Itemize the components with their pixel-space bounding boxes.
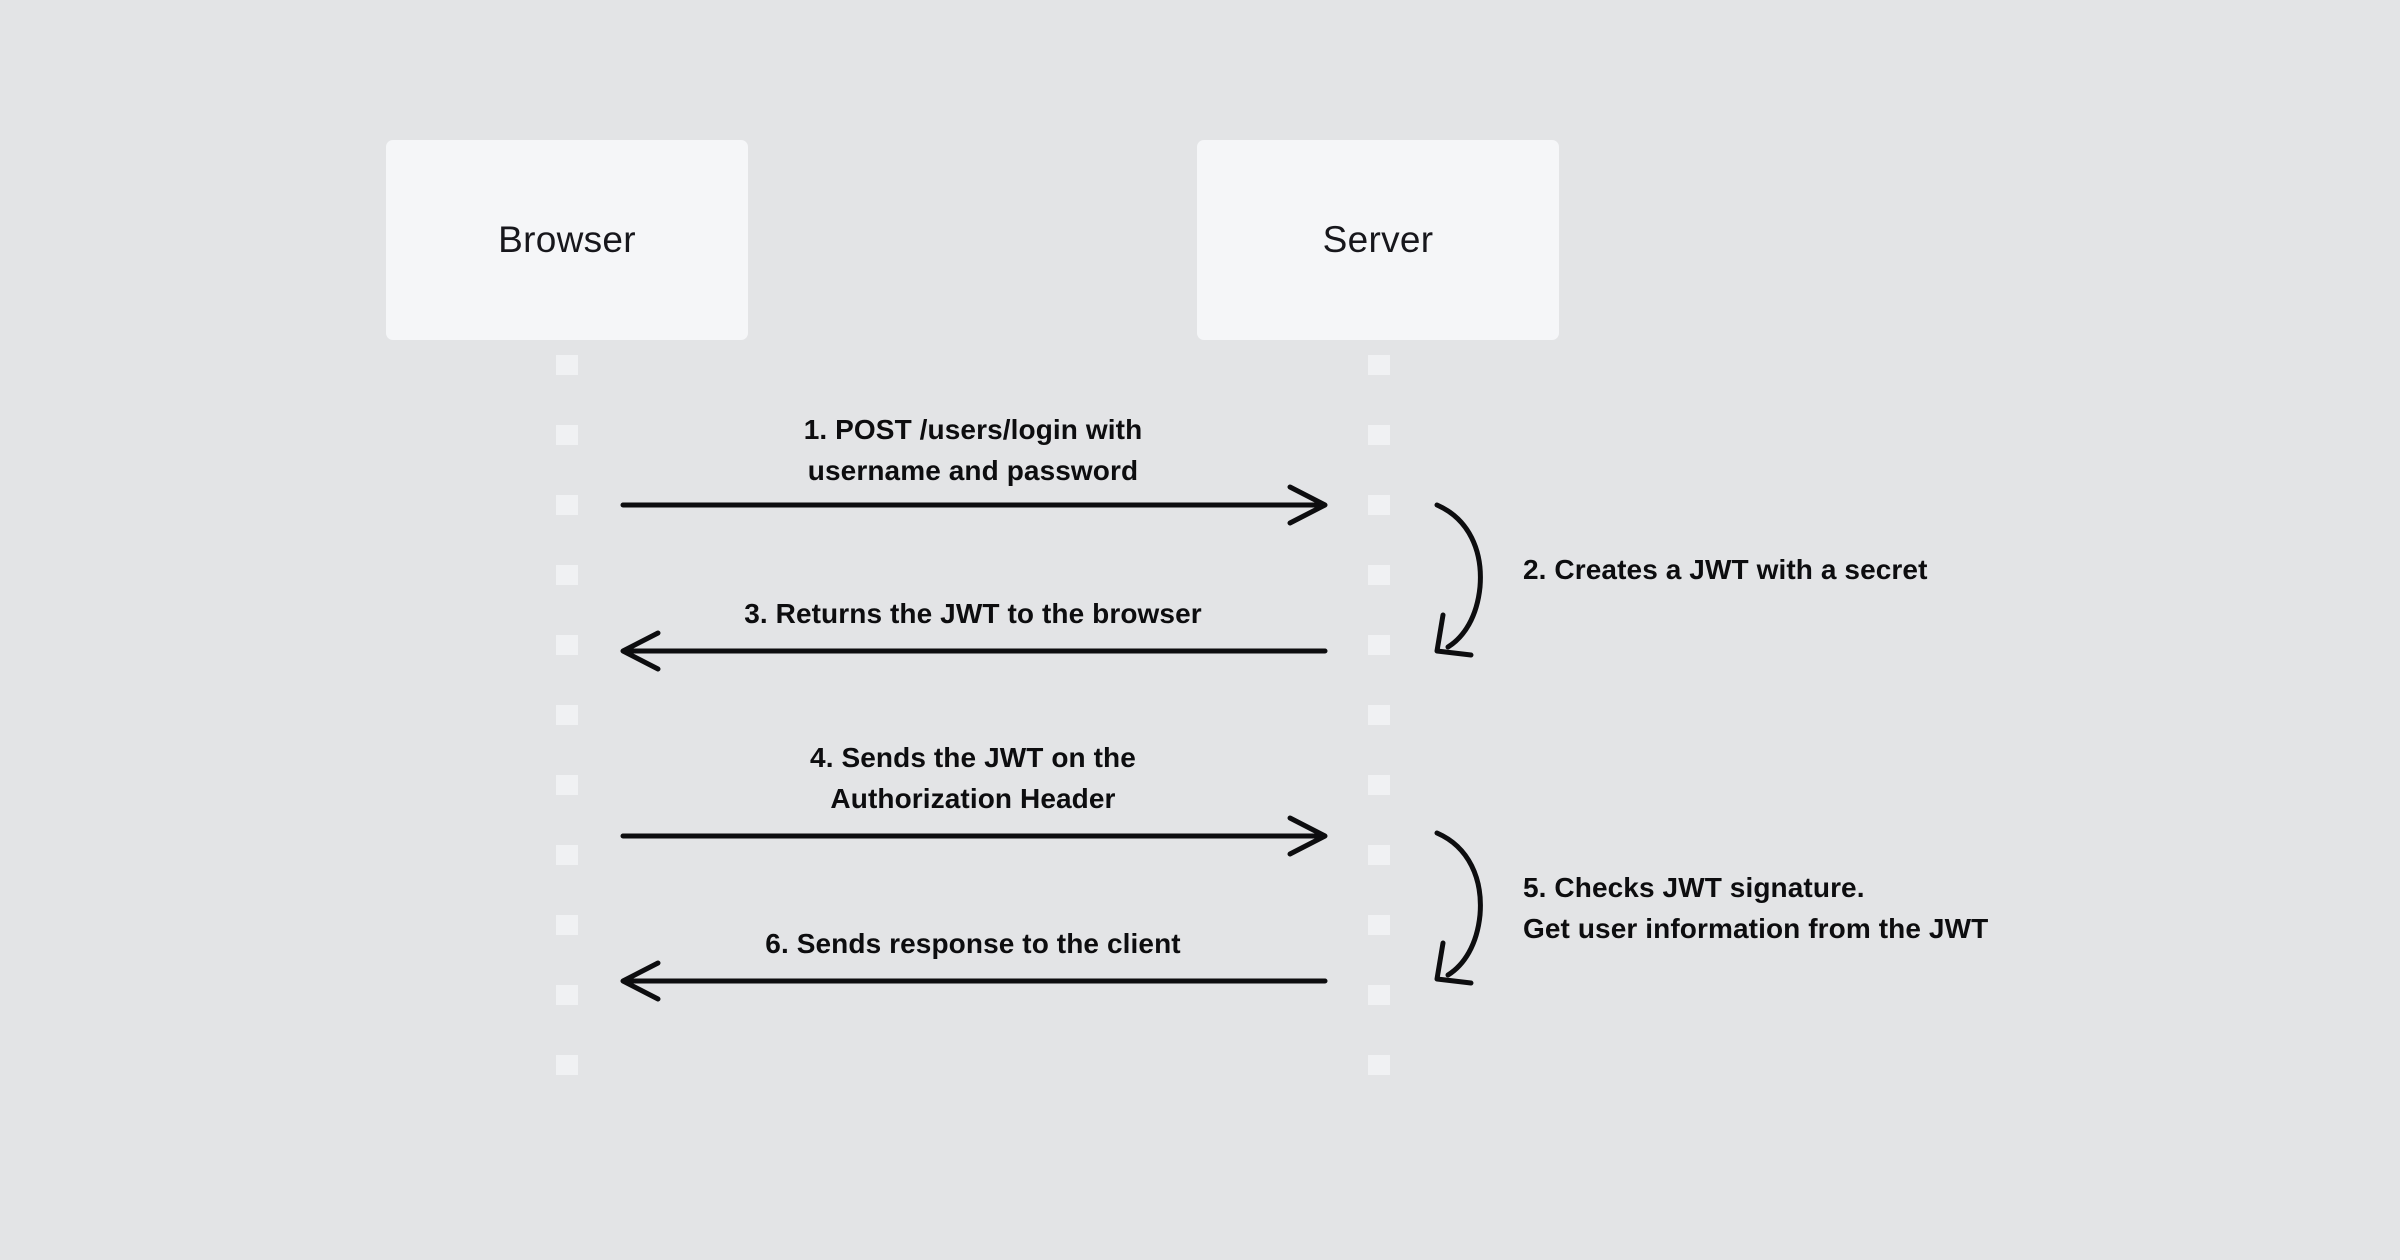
- message-2-label: 2. Creates a JWT with a secret: [1523, 549, 1928, 590]
- message-5-line-2: Get user information from the JWT: [1523, 913, 1989, 944]
- message-1-line-1: 1. POST /users/login with: [803, 414, 1143, 445]
- lifeline-dash: [1368, 775, 1390, 795]
- lifeline-dash: [556, 495, 578, 515]
- actor-browser: Browser: [386, 140, 748, 340]
- lifeline-dash: [556, 775, 578, 795]
- message-1-label: 1. POST /users/login with username and p…: [620, 409, 1326, 491]
- lifeline-dash: [556, 355, 578, 375]
- message-6-label: 6. Sends response to the client: [620, 923, 1326, 964]
- lifeline-dash: [556, 845, 578, 865]
- lifeline-dash: [556, 915, 578, 935]
- actor-server-label: Server: [1322, 219, 1434, 260]
- lifeline-dash: [1368, 705, 1390, 725]
- lifeline-dash: [1368, 845, 1390, 865]
- message-3-line-1: 3. Returns the JWT to the browser: [744, 598, 1202, 629]
- self-arrow-2-icon: [1434, 502, 1483, 658]
- message-1-line-2: username and password: [807, 455, 1139, 486]
- lifeline-dash: [1368, 355, 1390, 375]
- server-lifeline: [1368, 355, 1390, 1115]
- lifeline-dash: [1368, 915, 1390, 935]
- lifeline-dash: [556, 565, 578, 585]
- lifeline-dash: [1368, 635, 1390, 655]
- arrow-left-3-icon: [620, 630, 1328, 672]
- actor-server: Server: [1197, 140, 1559, 340]
- message-2-line-1: 2. Creates a JWT with a secret: [1523, 554, 1928, 585]
- self-arrow-5-icon: [1434, 830, 1483, 986]
- browser-lifeline: [556, 355, 578, 1115]
- arrow-right-4-icon: [620, 815, 1328, 857]
- actor-browser-label: Browser: [498, 219, 636, 260]
- message-5-line-1: 5. Checks JWT signature.: [1523, 872, 1865, 903]
- lifeline-dash: [1368, 495, 1390, 515]
- message-4-line-1: 4. Sends the JWT on the: [810, 742, 1136, 773]
- lifeline-dash: [556, 635, 578, 655]
- lifeline-dash: [1368, 985, 1390, 1005]
- arrow-right-1-icon: [620, 484, 1328, 526]
- lifeline-dash: [556, 985, 578, 1005]
- lifeline-dash: [1368, 565, 1390, 585]
- message-4-label: 4. Sends the JWT on the Authorization He…: [620, 737, 1326, 819]
- message-6-line-1: 6. Sends response to the client: [765, 928, 1181, 959]
- lifeline-dash: [556, 705, 578, 725]
- lifeline-dash: [556, 425, 578, 445]
- message-3-label: 3. Returns the JWT to the browser: [620, 593, 1326, 634]
- lifeline-dash: [1368, 425, 1390, 445]
- message-5-label: 5. Checks JWT signature. Get user inform…: [1523, 867, 1988, 949]
- message-4-line-2: Authorization Header: [830, 783, 1116, 814]
- arrow-left-6-icon: [620, 960, 1328, 1002]
- lifeline-dash: [1368, 1055, 1390, 1075]
- lifeline-dash: [556, 1055, 578, 1075]
